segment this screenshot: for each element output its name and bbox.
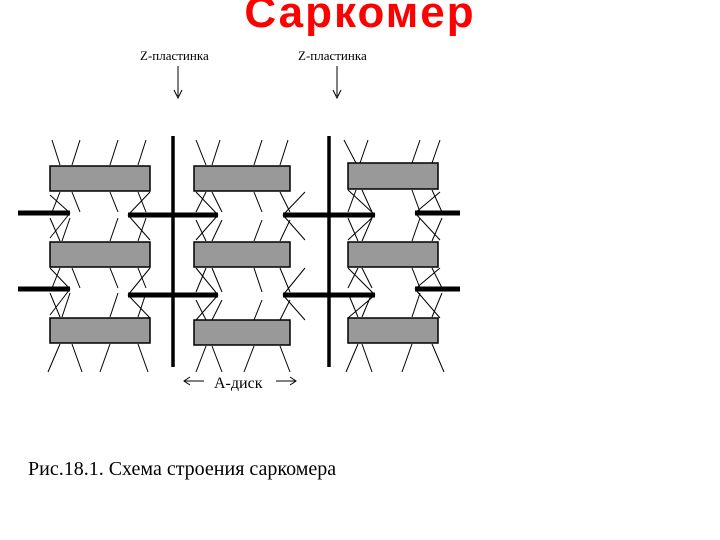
z-plate-label-left: Z-пластинка (140, 48, 209, 63)
thick-filament (347, 317, 439, 344)
thick-filament (49, 165, 151, 192)
thick-filament (347, 241, 439, 268)
thick-filament (347, 162, 439, 190)
z-plate-arrowhead-left (173, 89, 183, 100)
slide-title: Саркомер (244, 0, 476, 37)
thick-filament (193, 319, 291, 346)
thick-filament (49, 317, 151, 344)
cross-bridges (47, 139, 445, 373)
z-plate-label-right: Z-пластинка (298, 48, 367, 63)
a-disk-arrows (183, 376, 297, 386)
thick-filament (49, 241, 151, 268)
a-disk-label: А-диск (214, 375, 263, 392)
figure-caption: Рис.18.1. Схема строения саркомера (28, 458, 336, 480)
z-plate-arrowhead-right (332, 89, 342, 100)
thick-filament (193, 165, 291, 192)
thick-filament (193, 241, 291, 268)
